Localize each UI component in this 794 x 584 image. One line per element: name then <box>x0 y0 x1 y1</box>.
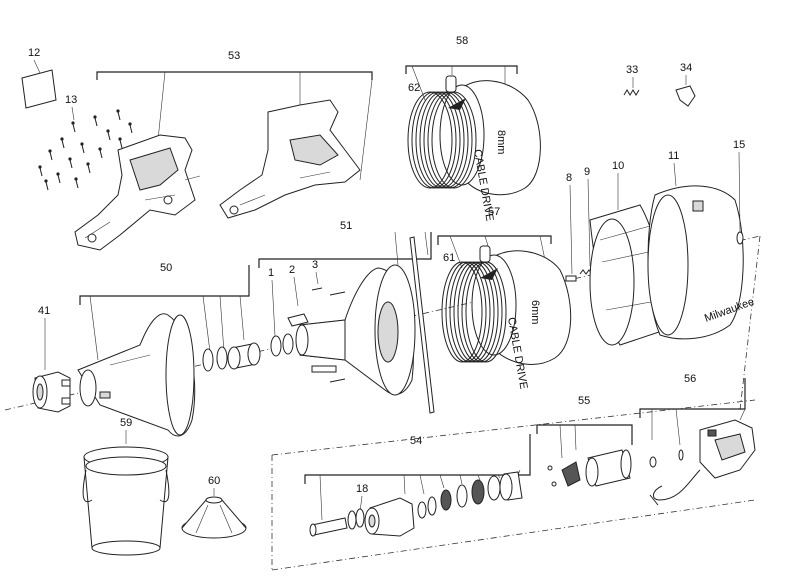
label-59: 59 <box>120 417 132 429</box>
label-10: 10 <box>612 160 624 172</box>
label-2: 2 <box>289 264 295 276</box>
label-15: 15 <box>733 139 745 151</box>
label-54: 54 <box>410 435 422 447</box>
part-50-funnel-assembly: 50 <box>77 262 261 437</box>
part-1-oring: 1 <box>268 267 294 357</box>
part-2-latch: 2 <box>289 264 299 307</box>
part-60-cone-base: 60 <box>181 475 247 539</box>
part-57-6mm-drum: 57 61 6mm CABLE DRIVE <box>437 206 572 390</box>
drum-8mm-size: 8mm <box>495 130 507 154</box>
label-51: 51 <box>340 220 352 232</box>
drum-6mm-size: 6mm <box>529 300 541 324</box>
part-54-drive-assembly: 54 <box>304 434 531 537</box>
label-1: 1 <box>268 267 274 279</box>
part-33-spring: 33 <box>623 64 640 96</box>
label-58: 58 <box>456 35 468 47</box>
part-3-screw: 3 <box>312 259 319 285</box>
label-18: 18 <box>356 483 368 495</box>
part-59-bucket: 59 <box>82 417 170 556</box>
label-34: 34 <box>680 62 692 74</box>
part-10-inner-housing: 10 <box>589 160 667 346</box>
label-33: 33 <box>626 64 638 76</box>
label-3: 3 <box>312 259 318 271</box>
part-13-screws: 13 <box>38 94 133 191</box>
part-41-end-cap: 41 <box>32 305 71 413</box>
part-53-handle-housings: 53 <box>74 50 373 251</box>
part-61-coiled-cable <box>441 261 507 363</box>
part-62-coiled-cable <box>407 91 477 189</box>
label-50: 50 <box>160 262 172 274</box>
label-9: 9 <box>584 166 590 178</box>
part-8-pin: 8 <box>565 172 577 282</box>
part-55-motor: 55 <box>536 395 633 487</box>
part-58-8mm-drum: 58 62 8mm CABLE DRIVE <box>405 35 541 222</box>
part-11-outer-housing: 11 Milwaukee <box>647 150 756 340</box>
label-53: 53 <box>228 50 240 62</box>
label-13: 13 <box>65 94 77 106</box>
label-8: 8 <box>566 172 572 184</box>
label-56: 56 <box>684 373 696 385</box>
label-57: 57 <box>488 206 500 218</box>
label-12: 12 <box>28 47 40 59</box>
label-41: 41 <box>38 305 50 317</box>
label-61: 61 <box>443 252 455 264</box>
part-56-switch-assembly: 56 <box>639 373 756 506</box>
part-15-retainer: 15 <box>733 139 745 245</box>
part-18-bearing: 18 <box>347 483 368 530</box>
label-55: 55 <box>578 395 590 407</box>
label-60: 60 <box>208 475 220 487</box>
label-62: 62 <box>408 82 420 94</box>
label-11: 11 <box>668 150 679 162</box>
part-34-clip: 34 <box>675 62 696 107</box>
part-51-front-housing: 51 <box>258 220 435 414</box>
part-12-label-sheet: 12 <box>21 47 57 109</box>
